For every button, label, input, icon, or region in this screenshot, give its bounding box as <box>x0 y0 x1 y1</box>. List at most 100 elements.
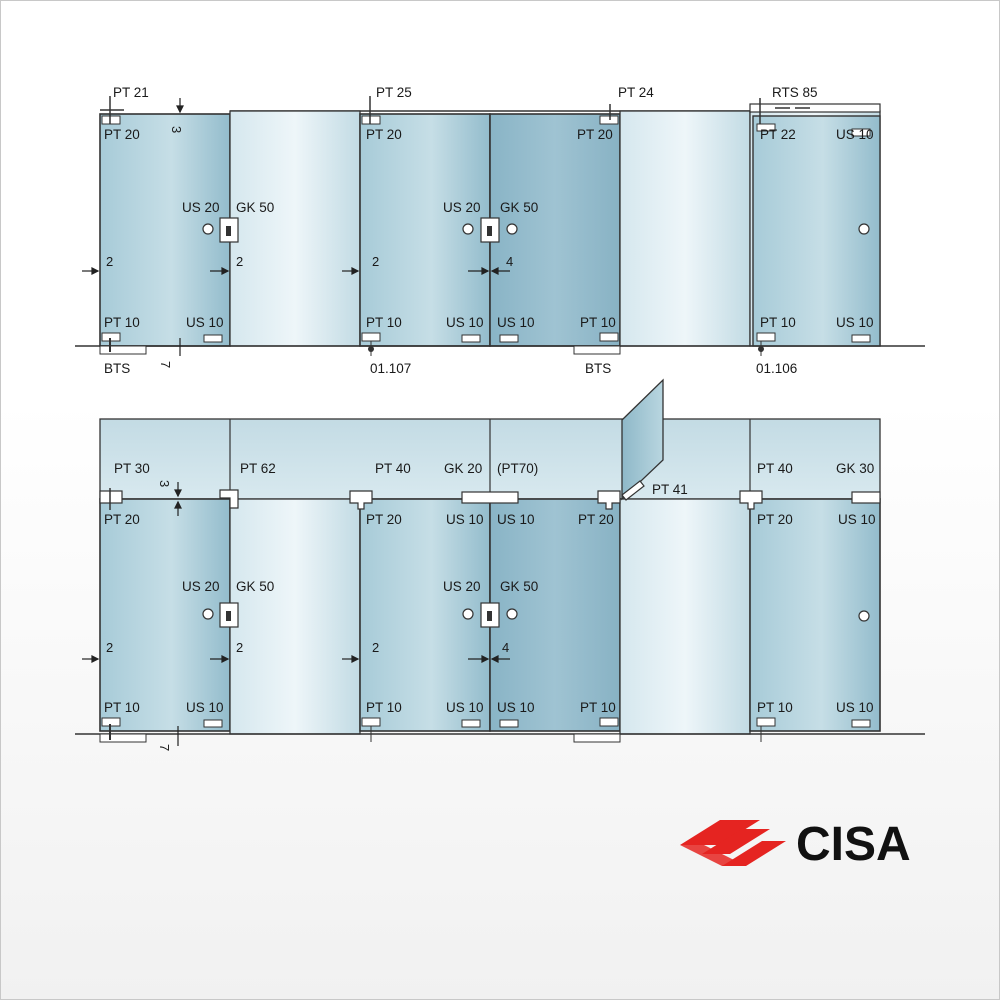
clamp-gk20-icon <box>461 491 519 504</box>
clamp-gk30-icon <box>851 491 881 504</box>
label-pt40: PT 40 <box>375 461 411 476</box>
label-pt70: (PT70) <box>497 461 538 476</box>
knob-icon <box>506 223 518 235</box>
lock-us10-icon <box>851 128 871 137</box>
label-01107: 01.107 <box>370 361 411 376</box>
label-pt10: PT 10 <box>104 315 140 330</box>
knob-icon <box>202 608 214 620</box>
knob-icon <box>858 610 870 622</box>
cisa-logo-mark-icon <box>680 820 786 866</box>
patch-pt22-icon <box>756 123 776 132</box>
dim-4: 4 <box>506 254 513 269</box>
patch-pt10-icon <box>756 332 776 342</box>
label-pt20: PT 20 <box>366 512 402 527</box>
label-pt21: PT 21 <box>113 85 149 100</box>
dim-4: 4 <box>502 640 509 655</box>
label-pt10: PT 10 <box>757 700 793 715</box>
patch-pt62-icon <box>219 489 239 509</box>
knob-icon <box>462 608 474 620</box>
label-pt10: PT 10 <box>366 700 402 715</box>
dim-3: 3 <box>169 126 184 133</box>
patch-pt20-icon <box>361 115 381 125</box>
label-us10: US 10 <box>446 315 484 330</box>
knob-icon <box>202 223 214 235</box>
floor-spring-bts-icon <box>573 345 621 355</box>
label-us10: US 10 <box>836 127 874 142</box>
label-us10: US 10 <box>838 512 876 527</box>
label-us20: US 20 <box>443 579 481 594</box>
label-pt25: PT 25 <box>376 85 412 100</box>
patch-pt30-icon <box>99 490 123 504</box>
patch-pt40-icon <box>349 490 373 510</box>
label-us20: US 20 <box>182 579 220 594</box>
label-pt20: PT 20 <box>366 127 402 142</box>
patch-pt20-icon <box>599 115 619 125</box>
label-us20: US 20 <box>182 200 220 215</box>
label-pt22: PT 22 <box>760 127 796 142</box>
dim-3: 3 <box>157 480 172 487</box>
lock-us10-icon <box>851 719 871 728</box>
patch-pt10-icon <box>599 332 619 342</box>
floor-spring-bts-icon <box>573 733 621 743</box>
label-us10: US 10 <box>186 700 224 715</box>
label-pt20: PT 20 <box>104 127 140 142</box>
bottom-door-right <box>749 498 881 732</box>
dim-2: 2 <box>372 254 379 269</box>
label-us10: US 10 <box>497 700 535 715</box>
dim-7: 7 <box>157 744 172 751</box>
label-us10: US 10 <box>186 315 224 330</box>
lock-us10-icon <box>203 719 223 728</box>
label-us10: US 10 <box>446 512 484 527</box>
top-fixed-panel-2 <box>619 110 751 347</box>
dim-2: 2 <box>236 254 243 269</box>
label-01106: 01.106 <box>756 361 797 376</box>
label-pt10: PT 10 <box>366 315 402 330</box>
lock-us10-icon <box>499 719 519 728</box>
knob-icon <box>462 223 474 235</box>
label-us10: US 10 <box>497 315 535 330</box>
label-gk50: GK 50 <box>500 200 538 215</box>
label-bts: BTS <box>104 361 130 376</box>
patch-pt10-icon <box>756 717 776 727</box>
lock-us10-icon <box>461 334 481 343</box>
label-pt62: PT 62 <box>240 461 276 476</box>
knob-icon <box>858 223 870 235</box>
label-pt20: PT 20 <box>104 512 140 527</box>
lock-us10-icon <box>461 719 481 728</box>
cisa-logo: CISA <box>680 818 911 871</box>
label-rts85: RTS 85 <box>772 85 818 100</box>
label-pt40: PT 40 <box>757 461 793 476</box>
label-gk50: GK 50 <box>236 200 274 215</box>
label-pt20: PT 20 <box>757 512 793 527</box>
label-pt20: PT 20 <box>578 512 614 527</box>
dim-2: 2 <box>106 254 113 269</box>
floor-spring-bts-icon <box>99 345 147 355</box>
angled-glass-fin <box>621 378 664 501</box>
bottom-row-elevation: PT 30 PT 62 PT 40 GK 20 (PT70) PT 41 PT … <box>75 378 925 751</box>
label-pt10: PT 10 <box>760 315 796 330</box>
knob-icon <box>506 608 518 620</box>
patch-pt10-icon <box>361 332 381 342</box>
lock-us10-icon <box>203 334 223 343</box>
label-pt41: PT 41 <box>652 482 688 497</box>
label-pt20: PT 20 <box>577 127 613 142</box>
lock-us10-icon <box>851 334 871 343</box>
top-row-elevation: PT 21 PT 25 PT 24 RTS 85 PT 20 US 20 GK … <box>75 85 925 376</box>
top-fixed-panel-1 <box>229 110 361 347</box>
label-us10: US 10 <box>836 700 874 715</box>
label-gk50: GK 50 <box>236 579 274 594</box>
patch-pt20-icon <box>101 115 121 125</box>
label-gk30: GK 30 <box>836 461 874 476</box>
label-us10: US 10 <box>497 512 535 527</box>
bottom-fixed-panel-2 <box>619 498 751 735</box>
label-pt30: PT 30 <box>114 461 150 476</box>
patch-pt70-icon <box>597 490 621 510</box>
patch-pt41-icon <box>621 480 645 501</box>
dim-7: 7 <box>158 361 173 368</box>
label-us10: US 10 <box>446 700 484 715</box>
label-pt10: PT 10 <box>580 700 616 715</box>
dim-2: 2 <box>372 640 379 655</box>
rts85-track <box>749 103 881 113</box>
label-gk50: GK 50 <box>500 579 538 594</box>
